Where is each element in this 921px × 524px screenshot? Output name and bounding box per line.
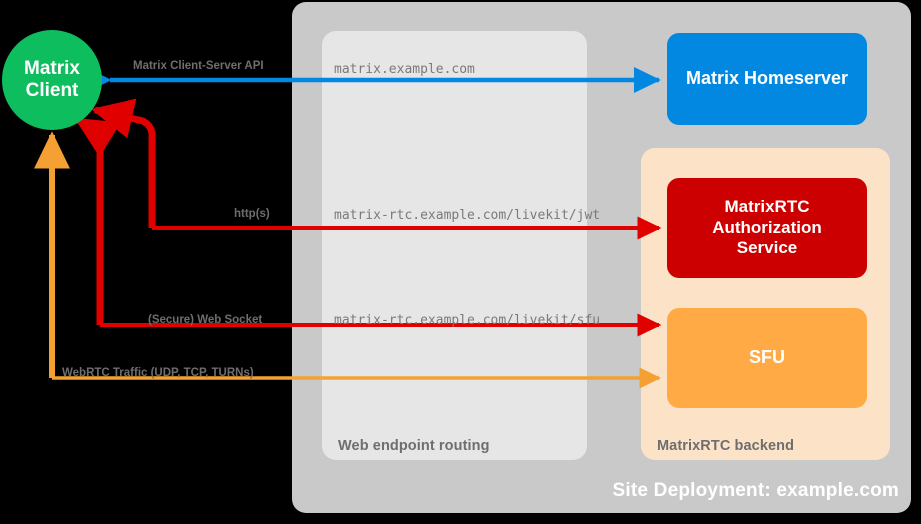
matrix-homeserver-label: Matrix Homeserver [685, 68, 849, 89]
matrix-client-label-line2: Client [25, 80, 79, 101]
matrix-client-label-line1: Matrix [24, 57, 80, 79]
edge-label-client-server-api: Matrix Client-Server API [133, 60, 264, 72]
node-sfu[interactable]: SFU [667, 308, 867, 408]
panel-label-web-endpoint-routing: Web endpoint routing [338, 438, 490, 454]
node-matrixrtc-authorization-service[interactable]: MatrixRTC Authorization Service [667, 178, 867, 278]
auth-service-label-line1: MatrixRTC [724, 197, 810, 217]
sfu-label: SFU [749, 347, 785, 368]
auth-service-label-line2: Authorization [712, 217, 822, 237]
wire-livekit-jwt-to-client [90, 98, 156, 228]
panel-label-site-deployment: Site Deployment: example.com [612, 480, 899, 501]
panel-label-matrixrtc-backend: MatrixRTC backend [657, 438, 795, 454]
node-matrix-homeserver[interactable]: Matrix Homeserver [667, 33, 867, 125]
web-endpoint-routing-panel [322, 31, 587, 460]
url-label-livekit-sfu: matrix-rtc.example.com/livekit/sfu [334, 313, 601, 328]
url-label-matrix-example-com: matrix.example.com [334, 62, 475, 77]
edge-label-webrtc-traffic: WebRTC Traffic (UDP, TCP, TURNs) [62, 367, 254, 379]
node-matrix-client[interactable]: Matrix Client [2, 30, 102, 130]
auth-service-label-line3: Service [736, 238, 798, 258]
wire-livekit-sfu-to-client [74, 117, 121, 325]
edge-label-http-s: http(s) [234, 208, 270, 220]
edge-label-secure-web-socket: (Secure) Web Socket [148, 314, 263, 326]
url-label-livekit-jwt: matrix-rtc.example.com/livekit/jwt [334, 208, 601, 223]
